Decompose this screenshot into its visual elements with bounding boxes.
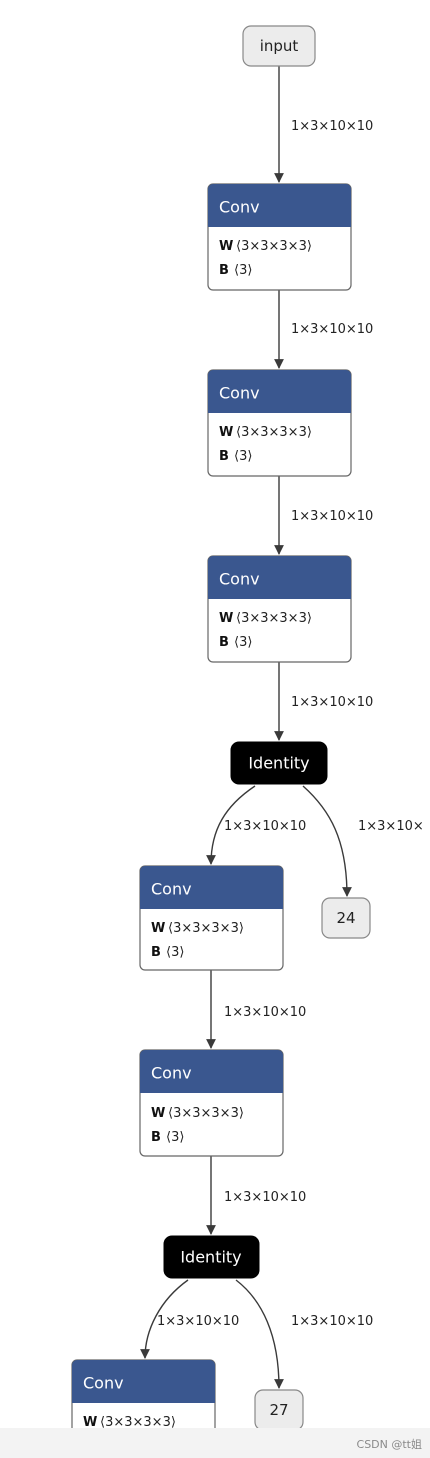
- input-node[interactable]: input: [242, 25, 316, 67]
- weight-shape: ⟨3×3×3×3⟩: [168, 921, 244, 936]
- weight-key: W: [219, 611, 233, 626]
- weight-shape: ⟨3×3×3×3⟩: [100, 1415, 176, 1430]
- watermark: CSDN @tt姐: [356, 1438, 422, 1451]
- edge-identity2-output27[interactable]: [235, 1279, 284, 1389]
- edge-label-conv2-conv3: 1×3×10×10: [291, 509, 373, 524]
- identity-node[interactable]: Identity: [163, 1235, 260, 1279]
- weight-key: W: [151, 1106, 165, 1121]
- edge-identity1-output24[interactable]: [302, 785, 352, 897]
- edge-label-identity1-conv4: 1×3×10×10: [224, 819, 306, 834]
- edge-label-conv1-conv2: 1×3×10×10: [291, 322, 373, 337]
- bias-key: B: [219, 263, 229, 278]
- conv-node[interactable]: Conv W ⟨3×3×3×3⟩ B ⟨3⟩: [139, 1049, 284, 1157]
- weight-shape: ⟨3×3×3×3⟩: [236, 239, 312, 254]
- conv-node[interactable]: Conv W ⟨3×3×3×3⟩ B ⟨3⟩: [207, 183, 352, 291]
- output-node[interactable]: 27: [254, 1389, 304, 1431]
- edge-label-conv5-identity2: 1×3×10×10: [224, 1190, 306, 1205]
- conv-title: Conv: [219, 570, 260, 589]
- output-node[interactable]: 24: [321, 897, 371, 939]
- conv-title: Conv: [151, 1064, 192, 1083]
- bias-shape: ⟨3⟩: [234, 635, 252, 650]
- bias-key: B: [151, 1130, 161, 1145]
- output-node-label: 24: [336, 909, 355, 927]
- conv-title: Conv: [151, 880, 192, 899]
- identity-title: Identity: [248, 754, 309, 773]
- weight-key: W: [219, 425, 233, 440]
- edge-identity2-conv6[interactable]: [140, 1279, 189, 1359]
- bias-key: B: [219, 635, 229, 650]
- weight-shape: ⟨3×3×3×3⟩: [236, 611, 312, 626]
- weight-key: W: [219, 239, 233, 254]
- edge-label-input-conv1: 1×3×10×10: [291, 119, 373, 134]
- edge-identity1-conv4[interactable]: [206, 785, 256, 865]
- weight-shape: ⟨3×3×3×3⟩: [236, 425, 312, 440]
- bias-shape: ⟨3⟩: [166, 945, 184, 960]
- identity-node[interactable]: Identity: [230, 741, 328, 785]
- conv-title: Conv: [219, 384, 260, 403]
- weight-key: W: [83, 1415, 97, 1430]
- bias-shape: ⟨3⟩: [234, 449, 252, 464]
- bias-shape: ⟨3⟩: [166, 1130, 184, 1145]
- bias-shape: ⟨3⟩: [234, 263, 252, 278]
- weight-key: W: [151, 921, 165, 936]
- edge-label-identity1-output24: 1×3×10×: [358, 819, 424, 834]
- bottom-scrollbar-strip: [0, 1428, 430, 1458]
- edge-label-identity2-conv6: 1×3×10×10: [157, 1314, 239, 1329]
- output-node-label: 27: [269, 1401, 288, 1419]
- conv-title: Conv: [219, 198, 260, 217]
- weight-shape: ⟨3×3×3×3⟩: [168, 1106, 244, 1121]
- conv-node[interactable]: Conv W ⟨3×3×3×3⟩ B ⟨3⟩: [139, 865, 284, 971]
- identity-title: Identity: [180, 1248, 241, 1267]
- bias-key: B: [151, 945, 161, 960]
- edge-label-identity2-output27: 1×3×10×10: [291, 1314, 373, 1329]
- bias-key: B: [219, 449, 229, 464]
- edge-label-conv3-identity1: 1×3×10×10: [291, 695, 373, 710]
- conv-title: Conv: [83, 1374, 124, 1393]
- conv-node[interactable]: Conv W ⟨3×3×3×3⟩ B ⟨3⟩: [207, 555, 352, 663]
- input-node-label: input: [260, 37, 299, 55]
- edge-label-conv4-conv5: 1×3×10×10: [224, 1005, 306, 1020]
- conv-node[interactable]: Conv W ⟨3×3×3×3⟩ B ⟨3⟩: [207, 369, 352, 477]
